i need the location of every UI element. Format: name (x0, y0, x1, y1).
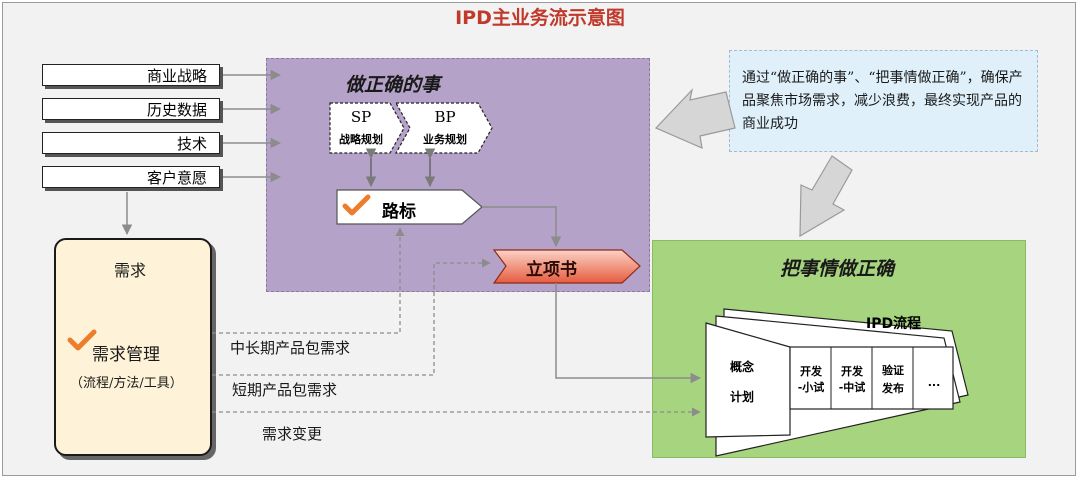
input-customer-will: 客户意愿 (42, 166, 220, 188)
ipd-front-page (705, 322, 791, 438)
ipd-stage-more: ... (927, 376, 941, 389)
summary-note: 通过“做正确的事”、“把事情做正确”，确保产品聚焦市场需求，减少浪费，最终实现产… (729, 50, 1038, 152)
demand-title: 需求 (114, 261, 147, 280)
ipd-stage-verify-release: 验证 发布 (882, 364, 904, 395)
roadmap-shape (336, 189, 483, 225)
demand-check-icon (67, 329, 97, 351)
sp-chevron (329, 102, 405, 154)
flow-long-term: 中长期产品包需求 (230, 339, 351, 357)
input-arrows (121, 69, 282, 236)
sp-label: 战略规划 (339, 133, 383, 146)
demand-methods: （流程/方法/工具） (70, 376, 183, 391)
do-things-right-title: 把事情做正确 (780, 258, 895, 280)
ipd-plan: 计划 (730, 390, 755, 404)
input-business-strategy: 商业战略 (42, 64, 220, 86)
input-history-data: 历史数据 (42, 98, 220, 120)
flow-change: 需求变更 (262, 425, 323, 443)
ipd-stage-small-test: 开发 -小试 (797, 365, 825, 394)
ipd-stage-mid-test: 开发 -中试 (838, 365, 866, 394)
sp-code: SP (350, 108, 372, 126)
roadmap-label: 路标 (382, 202, 416, 222)
demand-management: 需求管理 (92, 345, 160, 365)
charter-shape (492, 249, 641, 284)
bp-chevron (394, 102, 493, 154)
do-right-things-title: 做正确的事 (345, 74, 441, 96)
ipd-process-stack (705, 308, 969, 457)
charter-label: 立项书 (526, 260, 577, 280)
flow-short-term: 短期产品包需求 (232, 381, 338, 399)
roadmap-check-icon (342, 194, 371, 216)
arrow-to-green-icon (799, 155, 853, 238)
bp-label: 业务规划 (423, 133, 467, 146)
arrow-to-purple-icon (654, 88, 736, 149)
diagram-title: IPD主业务流示意图 (455, 7, 625, 29)
ipd-concept: 概念 (730, 360, 755, 374)
ipd-process-title: IPD流程 (866, 316, 922, 332)
input-technology: 技术 (42, 132, 220, 154)
bp-code: BP (434, 108, 456, 126)
